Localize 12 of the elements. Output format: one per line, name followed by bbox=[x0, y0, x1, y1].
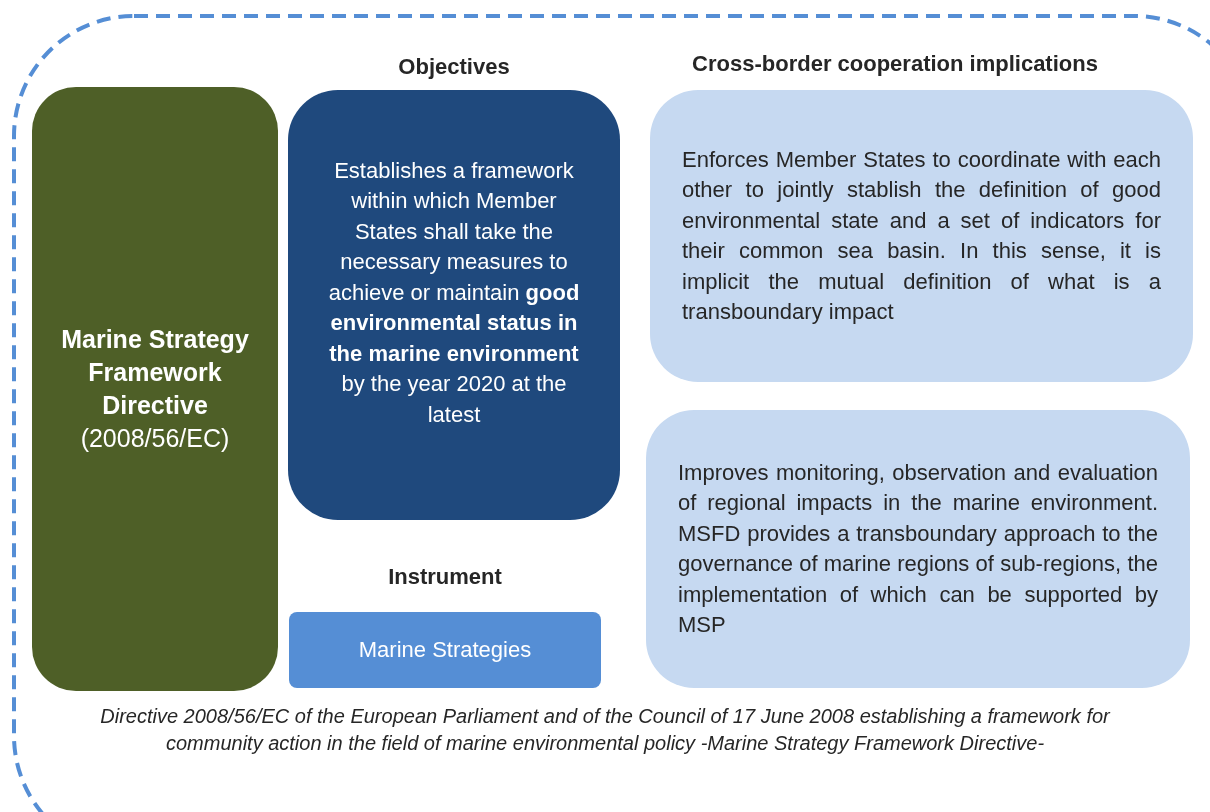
box-text: Enforces Member States to coordinate with each other to jointly stablish the definition of good environmental state and a set of indicators for their common sea basin. In this sense, it is implicit the mutual definition of what is a transboundary impact bbox=[682, 145, 1161, 326]
caption: Directive 2008/56/EC of the European Parliament and of the Council of 17 June 2008 establishing a framework for community action in the field of marine environmental policy -Marine Strategy Framework Directive- bbox=[99, 704, 1112, 756]
box-text: Improves monitoring, observation and evaluation of regional impacts in the marine environment. MSFD provides a transboundary approach to the governance of marine regions of sub-regions, the implementation of which can be supported by MSP bbox=[678, 458, 1158, 639]
section-heading: Instrument bbox=[387, 563, 503, 591]
implication-box bbox=[646, 410, 1190, 688]
directive-box bbox=[32, 87, 278, 691]
box-text: Marine Strategies bbox=[358, 636, 532, 664]
implication-box bbox=[650, 90, 1193, 382]
box-text: Marine Strategy Framework Directive (2008/56/EC) bbox=[60, 324, 250, 454]
section-heading: Objectives bbox=[397, 53, 511, 81]
box-text: Establishes a framework within which Member States shall take the necessary measures to achieve or maintain good environmental status in the marine environment by the year 2020 at the latest bbox=[327, 156, 581, 429]
section-heading: Cross-border cooperation implications bbox=[691, 50, 1099, 78]
